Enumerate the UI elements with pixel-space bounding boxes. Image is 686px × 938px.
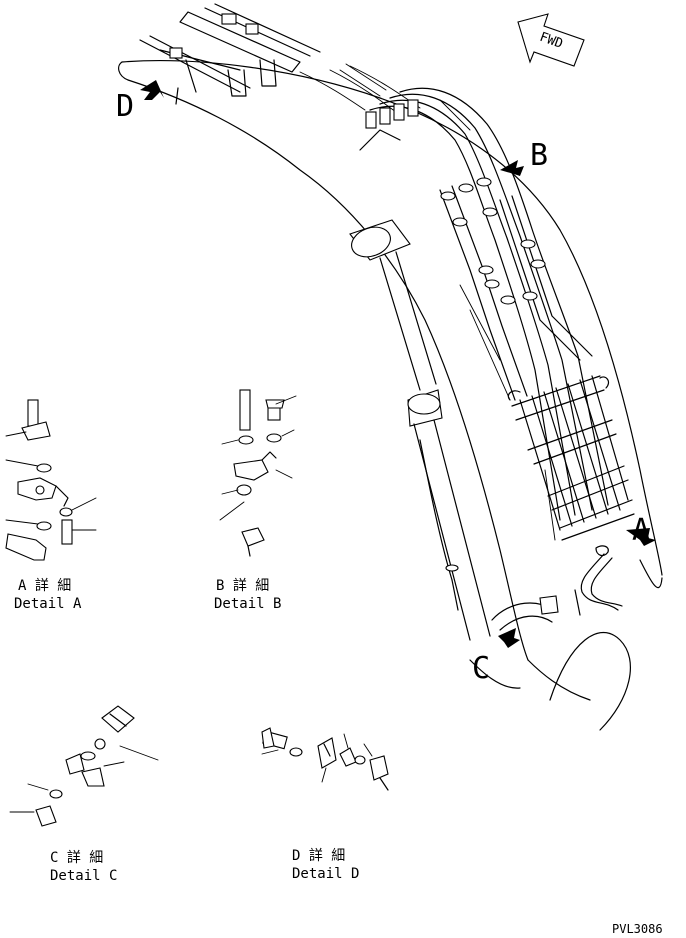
detail-d-parts — [261, 727, 389, 791]
detail-c-jp: C 詳 細 — [50, 850, 103, 866]
callout-a-label: A — [632, 513, 650, 548]
fwd-arrow: FWD — [517, 13, 585, 67]
arrow-c-icon — [498, 628, 520, 648]
arrow-d-icon — [140, 80, 164, 100]
detail-b-en: Detail B — [214, 596, 281, 612]
clamp-stack — [507, 375, 635, 541]
detail-d-en: Detail D — [292, 866, 359, 882]
boom-top-bracket — [139, 3, 321, 105]
boom-outline — [118, 60, 663, 731]
detail-a-jp: A 詳 細 — [18, 578, 71, 594]
callout-b: B — [500, 138, 548, 176]
detail-a-parts — [5, 399, 97, 561]
pipe-bundle — [339, 63, 609, 521]
callout-b-label: B — [530, 138, 548, 173]
detail-a-en: Detail A — [14, 596, 82, 612]
detail-b-parts — [219, 389, 297, 557]
detail-b-jp: B 詳 細 — [216, 578, 269, 594]
arrow-a-icon — [626, 528, 656, 546]
callout-d-label: D — [116, 89, 134, 124]
detail-d-jp: D 詳 細 — [292, 848, 345, 864]
detail-c-en: Detail C — [50, 868, 117, 884]
callout-c: C — [472, 628, 520, 686]
detail-c-parts — [9, 705, 159, 827]
drawing-code: PVL3086 — [612, 922, 663, 936]
fwd-arrow-icon — [517, 13, 585, 67]
arrow-b-icon — [500, 160, 524, 176]
callout-c-label: C — [472, 651, 490, 686]
callout-d: D — [116, 80, 164, 124]
callout-a: A — [580, 513, 656, 611]
boom-cylinder — [349, 219, 559, 641]
